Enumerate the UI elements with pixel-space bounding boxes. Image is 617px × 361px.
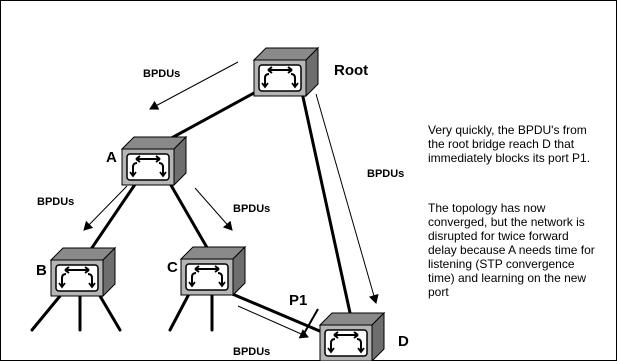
link-root-d (301, 95, 354, 324)
switch-root (253, 47, 319, 97)
link-b-down-3 (98, 294, 122, 332)
bpdu-label-bottom: BPDUs (233, 346, 270, 358)
bpdu-label-middle: BPDUs (233, 203, 270, 215)
bpdu-arrow-a-c (194, 187, 233, 231)
bpdu-arrow-root-d (315, 93, 379, 304)
switch-a (121, 136, 187, 186)
bpdu-label-left: BPDUs (37, 196, 74, 208)
caption-block-2: The topology has now converged, but the … (428, 201, 595, 299)
link-b-down-1 (30, 294, 62, 332)
bpdu-arrow-c-d (237, 305, 309, 339)
switch-c (180, 246, 246, 296)
label-a: A (106, 149, 117, 166)
label-b: B (36, 262, 47, 279)
switch-b (50, 247, 116, 297)
caption-block-1: Very quickly, the BPDU's from the root b… (428, 123, 591, 165)
bpdu-arrow-root-a (149, 61, 239, 110)
label-d: D (398, 333, 409, 350)
bpdu-arrows (83, 61, 379, 339)
bpdu-label-right: BPDUs (367, 168, 404, 180)
link-a-c (166, 178, 215, 260)
label-c: C (167, 259, 178, 276)
link-c-d (228, 291, 324, 334)
label-port-p1: P1 (289, 292, 307, 309)
bpdu-label-top: BPDUs (143, 68, 180, 80)
bpdu-arrow-a-b (83, 185, 128, 231)
label-root: Root (334, 62, 368, 79)
link-c-down-1 (168, 290, 192, 332)
switch-d (319, 312, 385, 361)
link-a-b (83, 178, 140, 260)
